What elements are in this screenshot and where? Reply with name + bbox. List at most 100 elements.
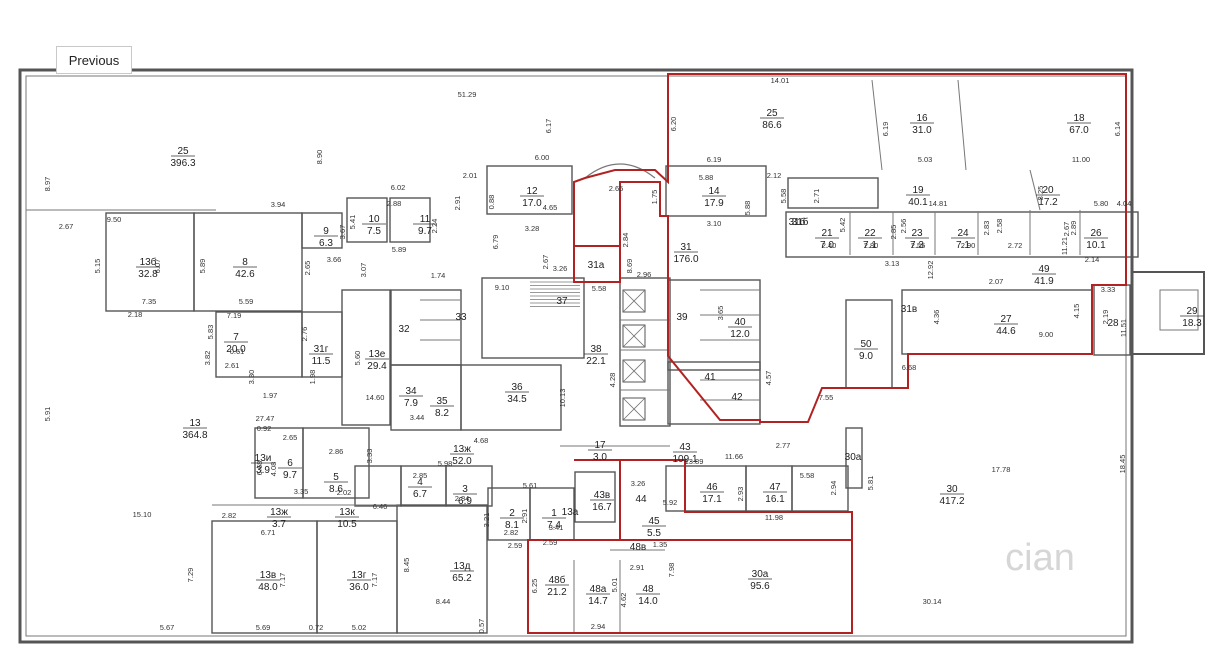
dimension-label: 7.35 (142, 297, 157, 306)
room-area: 3.7 (272, 519, 286, 530)
elevator-shaft (622, 397, 646, 421)
room-area: 3.0 (593, 452, 607, 463)
outer-wall (18, 68, 1134, 644)
room-number: 50 (860, 339, 872, 350)
dimension-label: 0.57 (477, 619, 486, 634)
room-area: 8.2 (435, 408, 449, 419)
dimension-label: 2.91 (520, 509, 529, 524)
room-number: 26 (1090, 228, 1102, 239)
dimension-label: 3.07 (359, 263, 368, 278)
dimension-label: 5.03 (918, 155, 933, 164)
dimension-label: 4.08 (269, 462, 278, 477)
dimension-label: 5.01 (610, 578, 619, 593)
dimension-label: 6.71 (261, 528, 276, 537)
room-number: 16 (916, 113, 928, 124)
dimension-label: 4.15 (1072, 304, 1081, 319)
highlight-outline (573, 245, 621, 283)
room-number: 43 (679, 442, 691, 453)
highlight-outline (574, 459, 853, 541)
room-area: 21.2 (547, 587, 567, 598)
room-number: 30а (752, 569, 769, 580)
room-number: 45 (648, 516, 660, 527)
wall-block (354, 465, 402, 507)
previous-button[interactable]: Previous (56, 46, 132, 74)
room-area: 36.0 (349, 582, 369, 593)
room-number: 13к (339, 507, 355, 518)
dimension-label: 2.82 (504, 528, 519, 537)
dimension-label: 8.45 (402, 558, 411, 573)
room-number: 1 (551, 508, 557, 519)
wall-block (389, 197, 431, 243)
dimension-label: 3.41 (549, 523, 564, 532)
dimension-label: 9.50 (107, 215, 122, 224)
room-area: 16.7 (592, 502, 612, 513)
room-number: 30 (946, 484, 958, 495)
dimension-label: 2.59 (508, 541, 523, 550)
dimension-label: 5.80 (1094, 199, 1109, 208)
room-number: 37 (556, 296, 568, 307)
dimension-label: 5.60 (353, 351, 362, 366)
canopy-arc (584, 163, 656, 179)
dimension-label: 3.26 (553, 264, 568, 273)
room-area: 364.8 (182, 430, 207, 441)
room-area: 29.4 (367, 361, 387, 372)
room-number: 25 (766, 108, 778, 119)
room-area: 176.0 (673, 254, 698, 265)
dimension-label: 2.65 (609, 184, 624, 193)
dimension-label: 11.21 (1060, 237, 1069, 255)
dimension-label: 17.78 (992, 465, 1011, 474)
wall-block (665, 165, 767, 217)
dimension-label: 2.67 (1062, 222, 1071, 237)
room-number: 14 (708, 186, 720, 197)
dimension-label: 5.89 (198, 259, 207, 274)
annex-stair (1159, 289, 1199, 331)
dimension-label: 2.18 (128, 310, 143, 319)
dimension-label: 2.96 (637, 270, 652, 279)
room-area: 16.1 (765, 494, 785, 505)
dimension-label: 2.94 (591, 622, 606, 631)
room-number: 13в (260, 570, 276, 581)
dimension-label: 7.17 (370, 573, 379, 588)
dimension-label: 6.68 (902, 363, 917, 372)
dimension-label: 2.67 (59, 222, 74, 231)
room-number: 31 (680, 242, 692, 253)
room-area: 10.1 (1086, 240, 1106, 251)
dimension-label: 5.69 (256, 623, 271, 632)
room-number: 13б (140, 256, 157, 268)
dimension-label: 2.58 (995, 219, 1004, 234)
dimension-label: 10.13 (558, 389, 567, 408)
room-number: 13ж (453, 444, 471, 455)
room-number: 32 (398, 324, 410, 335)
room-labels: 25396.32586.61631.01867.01217.01417.9194… (136, 108, 1204, 607)
room-area: 14.7 (588, 596, 608, 607)
room-number: 34 (405, 386, 417, 397)
room-number: 25 (177, 146, 189, 157)
dimension-label: 2.56 (899, 219, 908, 234)
wall-block (785, 211, 1139, 258)
dimension-label: 5.67 (160, 623, 175, 632)
dimension-label: 2.91 (630, 563, 645, 572)
dimension-label: 1.74 (431, 271, 446, 280)
partition-line (957, 79, 967, 171)
room-number: 27 (1000, 314, 1012, 325)
wall-block (486, 165, 573, 215)
annex-wall (1131, 271, 1205, 355)
room-area: 7.5 (367, 226, 381, 237)
dimension-label: 6.07 (153, 259, 162, 274)
highlight-outline (527, 539, 853, 634)
room-number: 48 (642, 584, 654, 595)
wall-block (396, 504, 488, 634)
elevator-cross (622, 359, 646, 383)
elevator-shaft (622, 289, 646, 313)
partition-line (871, 79, 883, 171)
wall-block (667, 361, 761, 425)
dimension-label: 1.75 (650, 190, 659, 205)
room-area: 40.1 (908, 197, 928, 208)
dimension-label: 2.24 (430, 219, 439, 234)
dimension-label: 6.79 (491, 235, 500, 250)
dimension-label: 2.85 (889, 225, 898, 240)
dimension-label: 2.83 (982, 221, 991, 236)
dimension-label: 3.10 (707, 219, 722, 228)
